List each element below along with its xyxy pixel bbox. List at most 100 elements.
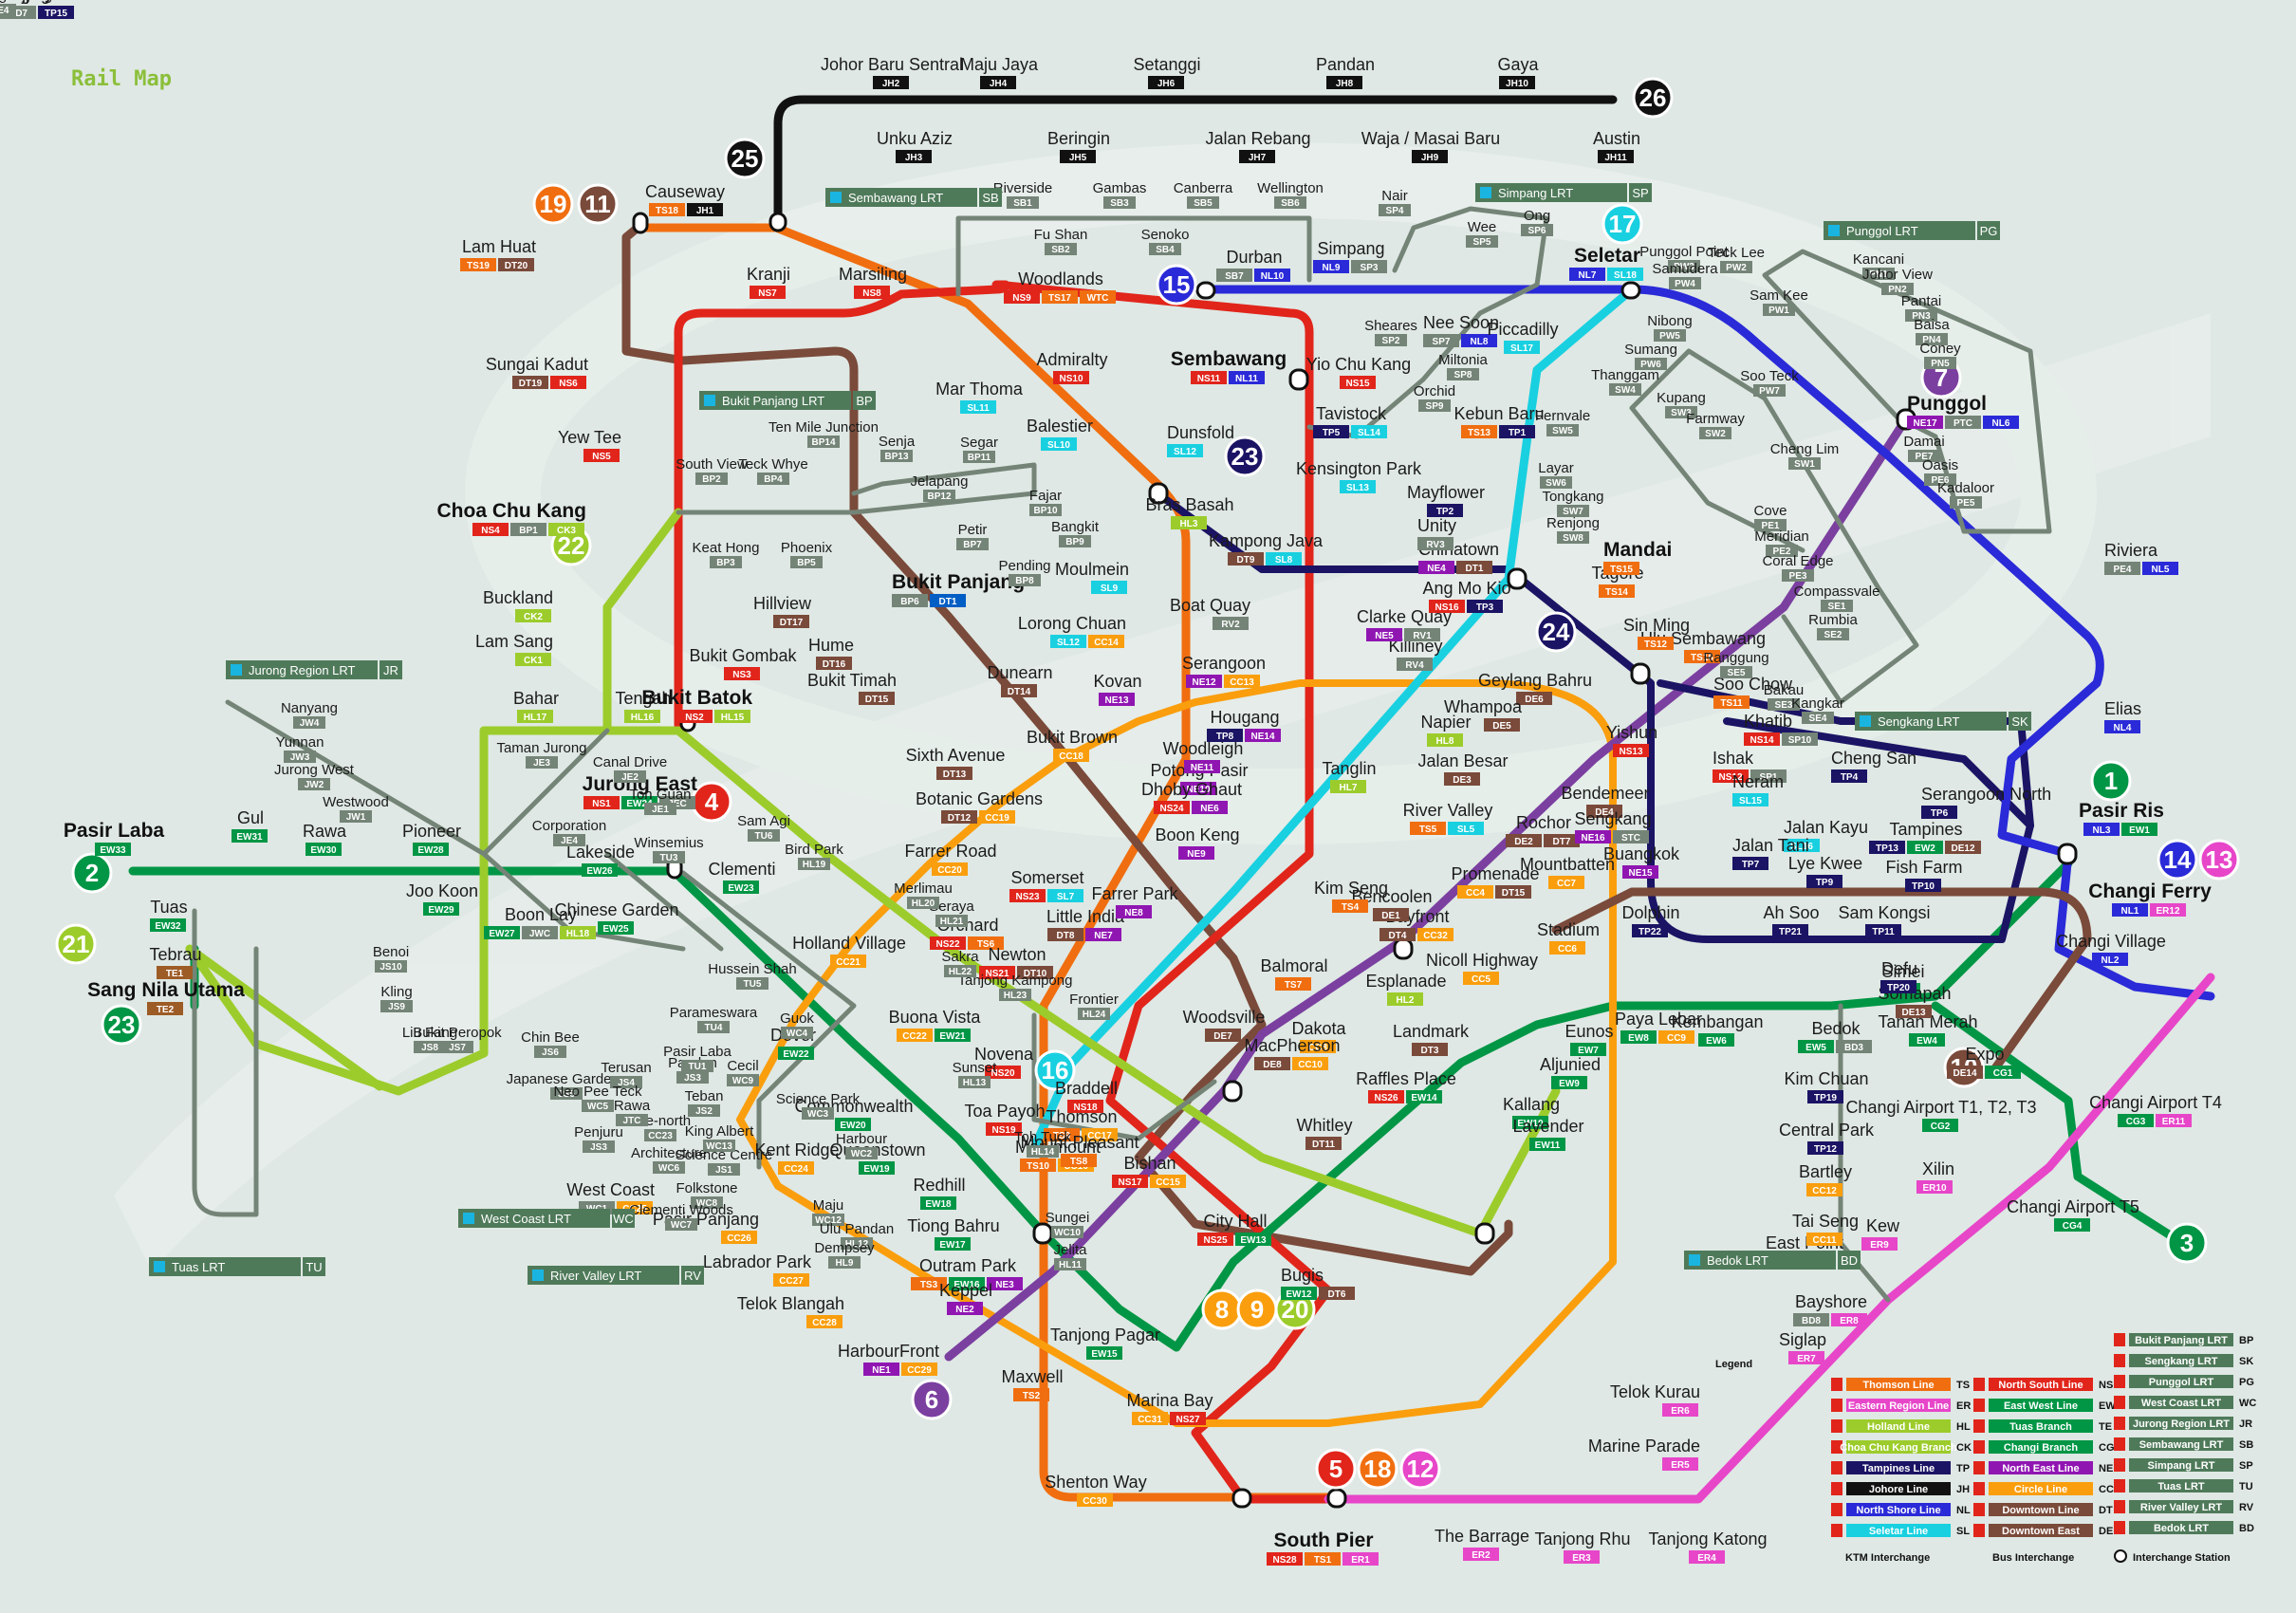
station-clarke-quay[interactable]: Clarke QuayNE5RV1	[1357, 607, 1452, 641]
station-boon-lay[interactable]: Boon LayEW27JWCHL18	[484, 905, 596, 939]
station-promenade[interactable]: PromenadeCC4DT15	[1451, 864, 1540, 899]
minor-station-toh-guan[interactable]: Toh GuanJE1	[629, 787, 692, 815]
minor-station-teck-lee[interactable]: Teck LeePW2	[1708, 245, 1765, 273]
minor-station-seraya[interactable]: SerayaHL21	[929, 899, 974, 927]
station-shenton-way[interactable]: Shenton WayCC30	[1045, 1473, 1147, 1507]
station-sungai-kadut[interactable]: Sungai KadutDT19NS6	[486, 355, 588, 389]
station-maxwell[interactable]: MaxwellTS2	[1001, 1367, 1064, 1401]
minor-station-ten-mile-junction[interactable]: Ten Mile JunctionBP14	[768, 419, 879, 448]
minor-station-pantai[interactable]: PantaiPN3	[1901, 293, 1942, 322]
station-esplanade[interactable]: EsplanadeHL2	[1365, 972, 1447, 1006]
station-ang-mo-kio[interactable]: Ang Mo KioNS16TP3	[1422, 579, 1511, 613]
station-maju-jaya[interactable]: Maju JayaJH4	[960, 55, 1039, 89]
minor-station-merlimau[interactable]: MerlimauHL20	[894, 881, 953, 909]
station-woodsville[interactable]: WoodsvilleDE7	[1183, 1008, 1266, 1042]
minor-station-jurong-west[interactable]: Jurong WestJW2	[274, 762, 355, 790]
station-bukit-panjang[interactable]: Bukit PanjangBP6DT1	[892, 571, 1025, 607]
station-piccadilly[interactable]: PiccadillySL17	[1487, 320, 1559, 354]
station-durban[interactable]: DurbanSB7NL10	[1216, 248, 1290, 282]
station-riviera[interactable]: RivieraPE4NL5	[2104, 541, 2178, 575]
station-kovan[interactable]: KovanNE13	[1093, 672, 1142, 706]
station-mayflower[interactable]: MayflowerTP2	[1407, 483, 1485, 517]
minor-station-fajar[interactable]: FajarBP10	[1029, 488, 1062, 516]
minor-station-orchid[interactable]: OrchidSP9	[1414, 383, 1455, 412]
station-macpherson[interactable]: MacPhersonDE8CC10	[1244, 1036, 1341, 1070]
station-boat-quay[interactable]: Boat QuayRV2	[1170, 596, 1250, 630]
station-sam-kongsi[interactable]: Sam KongsiTP11	[1838, 903, 1931, 937]
station-sang-nila-utama[interactable]: Sang Nila UtamaTE2	[87, 979, 245, 1015]
minor-station-parameswara[interactable]: ParameswaraTU4	[670, 1005, 758, 1033]
minor-station-science-centre[interactable]: Science CentreJS1	[676, 1147, 773, 1176]
station-unku-aziz[interactable]: Unku AzizJH3	[877, 129, 953, 163]
minor-station-samudera[interactable]: SamuderaPW4	[1652, 261, 1718, 289]
minor-station-tongkang[interactable]: TongkangSW7	[1542, 489, 1604, 517]
station-buona-vista[interactable]: Buona VistaCC22EW21	[889, 1008, 982, 1042]
minor-station-senja[interactable]: SenjaBP13	[879, 434, 916, 462]
station-dhoby-ghaut[interactable]: Dhoby GhautNS24NE6	[1141, 780, 1242, 814]
station-bukit-timah[interactable]: Bukit TimahDT15	[807, 671, 897, 705]
station-thomson[interactable]: ThomsonTS9CC17	[1044, 1107, 1118, 1141]
minor-station-yunnan[interactable]: YunnanJW3	[276, 734, 324, 763]
station-siglap[interactable]: SiglapER7	[1779, 1330, 1826, 1364]
station-austin[interactable]: AustinJH11	[1593, 129, 1640, 163]
station-marsiling[interactable]: MarsilingNS8	[839, 265, 907, 299]
minor-station-damai[interactable]: DamaiPE7	[1903, 434, 1945, 462]
station-tebrau[interactable]: TebrauTE1	[149, 945, 202, 979]
station-yishun[interactable]: YishunNS13	[1606, 723, 1657, 757]
station-woodleigh[interactable]: WoodleighNE11	[1163, 739, 1244, 773]
station-ishak[interactable]: IshakNS12SP1	[1713, 749, 1787, 783]
minor-station-taman-jurong[interactable]: Taman JurongJE3	[496, 740, 587, 769]
station-lakeside[interactable]: LakesideEW26	[566, 843, 635, 877]
minor-station-canal-drive[interactable]: Canal DriveJE2	[593, 754, 667, 783]
minor-station-pasir-laba[interactable]: Pasir LabaTU1	[663, 1044, 732, 1072]
minor-station-petir[interactable]: PetirBP7	[956, 522, 989, 550]
station-xilin[interactable]: XilinER10	[1916, 1159, 1954, 1194]
station-tengah[interactable]: TengahHL16	[615, 689, 672, 723]
station-bugis[interactable]: BugisEW12DT6	[1281, 1266, 1355, 1300]
station-labels[interactable]: Johor Baru SentralJH2Maju JayaJH4Setangg…	[0, 0, 2222, 1566]
minor-station-benoi[interactable]: BenoiJS10	[373, 944, 409, 973]
station-tanjong-rhu[interactable]: Tanjong RhuER3	[1534, 1530, 1631, 1564]
minor-station-compassvale[interactable]: CompassvaleSE1	[1794, 584, 1880, 612]
station-tanglin[interactable]: TanglinHL7	[1322, 759, 1377, 793]
minor-station-sam-kee[interactable]: Sam KeePW1	[1750, 287, 1808, 316]
station-mar-thoma[interactable]: Mar ThomaSL11	[935, 380, 1024, 414]
station-pasir-laba[interactable]: Pasir LabaEW33	[64, 820, 165, 856]
station-buckland[interactable]: BucklandCK2	[483, 588, 553, 622]
station-cheng-san[interactable]: Cheng SanTP4	[1831, 749, 1916, 783]
minor-station-japanese-gardens[interactable]: Japanese GardensJS5	[507, 1071, 627, 1100]
station-hougang[interactable]: HougangTP8NE14	[1207, 708, 1281, 742]
station-moulmein[interactable]: MoulmeinSL9	[1055, 560, 1129, 594]
minor-station-teban[interactable]: TebanJS2	[685, 1088, 724, 1117]
minor-station-riverside[interactable]: RiversideSB1	[993, 180, 1053, 209]
station-farrer-road[interactable]: Farrer RoadCC20	[904, 842, 997, 876]
station-stadium[interactable]: StadiumCC6	[1537, 920, 1600, 955]
station-sin-ming[interactable]: Sin MingTS12	[1623, 616, 1690, 650]
station-botanic-gardens[interactable]: Botanic GardensDT12CC19	[916, 789, 1043, 824]
station-nicoll-highway[interactable]: Nicoll HighwayCC5	[1426, 951, 1538, 985]
station-beringin[interactable]: BeringinJH5	[1047, 129, 1110, 163]
minor-station-sam-agi[interactable]: Sam AgiTU6	[737, 813, 790, 842]
station-bartley[interactable]: BartleyCC12	[1799, 1162, 1852, 1196]
station-tampines[interactable]: TampinesTP13EW2DE12	[1869, 820, 1981, 854]
station-telok-kurau[interactable]: Telok KurauER6	[1610, 1382, 1700, 1417]
station-changi-airport-t4[interactable]: Changi Airport T4CG3ER11	[2089, 1093, 2222, 1127]
minor-station-kangkar[interactable]: KangkarSE4	[0, 0, 27, 16]
station-kim-chuan[interactable]: Kim ChuanTP19	[1784, 1069, 1869, 1103]
minor-station-sungei[interactable]: SungeiWC10	[1046, 1210, 1090, 1238]
minor-station-fu-shan[interactable]: Fu ShanSB2	[1034, 227, 1088, 255]
minor-station-cecil[interactable]: CecilWC9	[727, 1058, 759, 1086]
station-clementi[interactable]: ClementiEW23	[708, 860, 776, 894]
minor-station-nair[interactable]: NairSP4	[1379, 188, 1411, 216]
station-kallang[interactable]: KallangEW10	[1503, 1095, 1560, 1129]
station-kew[interactable]: KewER9	[1861, 1216, 1900, 1251]
minor-station-bukit-peropok[interactable]: Bukit PeropokJS7	[413, 1025, 502, 1053]
station-bukit-gombak[interactable]: Bukit GombakNS3	[689, 646, 798, 680]
minor-station-nibong[interactable]: NibongPW5	[1647, 313, 1693, 342]
station-bedok[interactable]: BedokEW5BD3	[1798, 1019, 1872, 1053]
minor-station-liu-fang[interactable]: Liu FangJS8	[402, 1025, 457, 1053]
station-kensington-park[interactable]: Kensington ParkSL13	[1296, 459, 1422, 493]
station-sixth-avenue[interactable]: Sixth AvenueDT13	[906, 746, 1006, 780]
station-kampong-java[interactable]: Kampong JavaDT9SL8	[1209, 531, 1324, 565]
station-bukit-brown[interactable]: Bukit BrownCC18	[1027, 728, 1118, 762]
